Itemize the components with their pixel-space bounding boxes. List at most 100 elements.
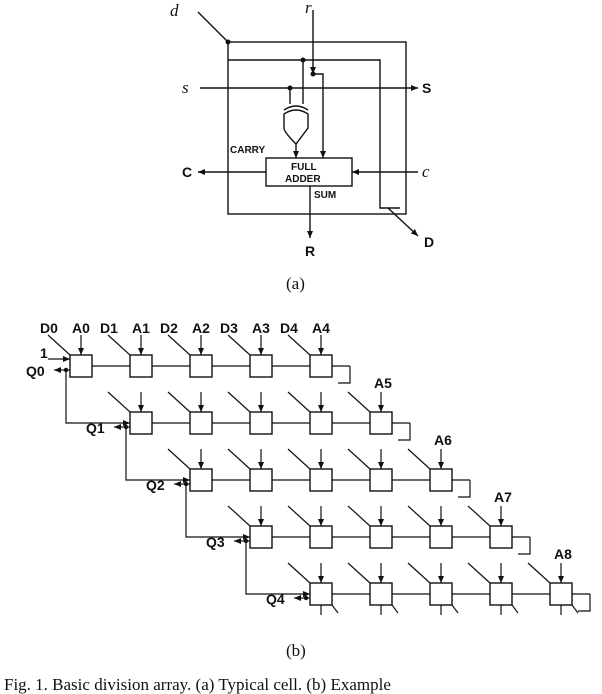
label-d-in: d (170, 1, 179, 20)
junction-dot (225, 39, 231, 45)
label-D-out: D (424, 234, 434, 250)
array-cell (249, 354, 273, 378)
row-return-loop (518, 537, 531, 555)
diagonal-link (347, 448, 371, 470)
xor-gate-curve (283, 105, 309, 111)
a-side-label: A8 (554, 546, 572, 562)
top-label: A0 (72, 320, 90, 336)
diagonal-link (407, 448, 431, 470)
output-diagonal (511, 604, 519, 614)
array-cell (369, 525, 393, 549)
diagonal-link (287, 505, 311, 527)
row-return-loop (338, 366, 351, 384)
top-label: D1 (100, 320, 118, 336)
array-cell (369, 468, 393, 492)
diagonal-link (107, 391, 131, 413)
array-cell (309, 354, 333, 378)
output-diagonal (451, 604, 459, 614)
top-label: D4 (280, 320, 298, 336)
label-C-out: C (182, 164, 192, 180)
caption-b: (b) (286, 641, 306, 660)
array-cell (69, 354, 93, 378)
array-cell (309, 468, 333, 492)
diagonal-link (227, 448, 251, 470)
output-diagonal (331, 604, 339, 614)
d-output-line (387, 207, 419, 237)
array-cell (129, 411, 153, 435)
top-label: A3 (252, 320, 270, 336)
junction-dot (287, 85, 293, 91)
label-c-in: c (422, 162, 430, 181)
diagonal-link (227, 505, 251, 527)
diagonal-link (467, 505, 491, 527)
array-cell (189, 354, 213, 378)
d-input-line (197, 11, 229, 43)
sum-label: SUM (314, 190, 336, 201)
row-return-loop (458, 480, 471, 498)
top-label: D3 (220, 320, 238, 336)
cell-frame (227, 41, 407, 215)
a-side-label: A6 (434, 432, 452, 448)
figure-caption: Fig. 1. Basic division array. (a) Typica… (4, 675, 391, 694)
array-cell (369, 582, 393, 606)
a-side-label: A5 (374, 375, 392, 391)
diagonal-link (287, 391, 311, 413)
diagonal-link (407, 505, 431, 527)
label-S-out: S (422, 80, 431, 96)
q-label: Q1 (86, 420, 105, 436)
r-branch (313, 73, 326, 158)
feedback-path (185, 484, 250, 540)
array-cell (189, 411, 213, 435)
junction-dot (310, 71, 316, 77)
array-cell (549, 582, 573, 606)
array-cell (309, 582, 333, 606)
diagonal-link (227, 391, 251, 413)
label-R-out: R (305, 243, 315, 259)
array-cell (429, 468, 453, 492)
array-cell (489, 525, 513, 549)
diagonal-link (107, 334, 131, 356)
diagonal-link (167, 448, 191, 470)
q-label: Q2 (146, 477, 165, 493)
diagonal-link (167, 391, 191, 413)
array-cell (249, 411, 273, 435)
diagonal-link (287, 562, 311, 584)
carry-label: CARRY (230, 145, 266, 156)
label-one: 1 (40, 345, 48, 361)
xor-gate (283, 109, 309, 146)
row-return-loop (398, 423, 411, 441)
output-diagonal (571, 604, 579, 614)
array-cell (309, 411, 333, 435)
array-cell (189, 468, 213, 492)
diagonal-link (347, 505, 371, 527)
feedback-path (65, 370, 130, 426)
a-side-label: A7 (494, 489, 512, 505)
output-diagonal (391, 604, 399, 614)
diagonal-link (527, 562, 551, 584)
array-cell (309, 525, 333, 549)
diagonal-link (47, 334, 71, 356)
array-cell (369, 411, 393, 435)
diagonal-link (407, 562, 431, 584)
array-cell (429, 582, 453, 606)
feedback-path (245, 541, 310, 597)
diagonal-link (347, 562, 371, 584)
top-label: A4 (312, 320, 330, 336)
top-label: A2 (192, 320, 210, 336)
label-r-in: r (305, 0, 312, 17)
q-junction-dot (303, 595, 309, 601)
top-label: D0 (40, 320, 58, 336)
array-cell (429, 525, 453, 549)
array-cell (249, 468, 273, 492)
q-label: Q0 (26, 363, 45, 379)
diagonal-link (287, 448, 311, 470)
junction-dot (300, 57, 306, 63)
row-return-loop (578, 594, 591, 612)
typical-cell-diagram (197, 10, 419, 238)
array-cell (249, 525, 273, 549)
feedback-path (125, 427, 190, 483)
top-label: A1 (132, 320, 150, 336)
adder-label-2: ADDER (285, 174, 321, 185)
